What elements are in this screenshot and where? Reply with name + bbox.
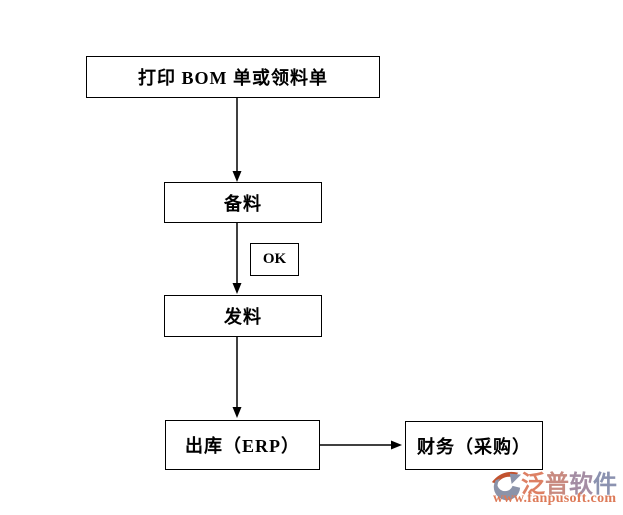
watermark-url-text: www.fanpusoft.com <box>493 491 617 506</box>
fanpu-logo-icon <box>491 471 522 501</box>
flow-node-prepare-material-label: 备料 <box>224 193 262 214</box>
flow-node-finance-purchase: 财务（采购） <box>405 421 543 470</box>
flow-node-issue-material-label: 发料 <box>224 307 262 327</box>
arrow-issue-to-outbound <box>232 337 242 418</box>
flow-node-print-bom: 打印 BOM 单或领料单 <box>86 56 380 98</box>
flow-node-outbound-erp: 出库（ERP） <box>165 420 320 470</box>
arrow-outbound-to-finance <box>320 440 402 450</box>
flow-node-print-bom-label: 打印 BOM 单或领料单 <box>138 68 328 88</box>
arrow-print-to-prepare <box>232 98 242 182</box>
flow-node-issue-material: 发料 <box>164 295 322 337</box>
flow-node-ok-label-text: OK <box>262 251 287 267</box>
watermark-brand-text: 泛普软件 <box>521 472 617 498</box>
flow-node-outbound-erp-label: 出库（ERP） <box>185 436 300 456</box>
flow-node-ok-label: OK <box>250 243 299 276</box>
flow-node-prepare-material: 备料 <box>164 182 322 223</box>
arrow-prepare-to-issue <box>232 223 242 294</box>
flow-node-finance-purchase-label: 财务（采购） <box>417 436 531 457</box>
